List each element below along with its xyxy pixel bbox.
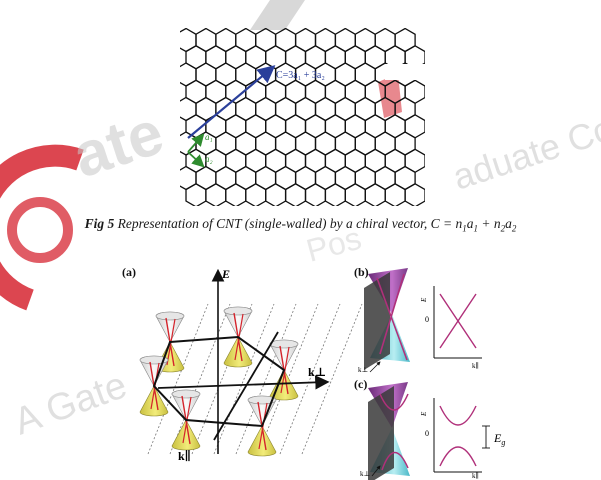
svg-text:k⊥: k⊥ xyxy=(360,470,370,478)
figure-caption: Fig 5 Representation of CNT (single-wall… xyxy=(0,216,601,234)
svg-text:k∥: k∥ xyxy=(472,472,479,480)
caption-text: a xyxy=(505,216,512,231)
hexagon-cell xyxy=(245,183,267,206)
svg-text:k∥: k∥ xyxy=(472,362,479,370)
hexagon-cell xyxy=(344,183,366,206)
k-cut-line xyxy=(147,303,209,455)
k-cut-line xyxy=(235,303,297,455)
caption-text: + n xyxy=(478,216,501,231)
hexagon-cell xyxy=(284,183,307,206)
dirac-cone-pair xyxy=(139,355,169,417)
hexagon-cell xyxy=(225,183,247,206)
dirac-cone-pair xyxy=(171,389,201,451)
svg-text:E: E xyxy=(420,297,428,303)
hexagon-cell xyxy=(304,183,327,206)
watermark-brand-text: ate xyxy=(65,98,172,191)
panel-a-label: (a) xyxy=(122,265,136,279)
k-parallel-axis xyxy=(213,331,279,441)
watermark-side-text: aduate Co xyxy=(448,107,601,197)
caption-sub: 2 xyxy=(500,223,506,234)
svg-text:k⊥: k⊥ xyxy=(358,366,368,374)
hexagon-cell xyxy=(384,183,406,206)
caption-sub: 2 xyxy=(511,223,517,234)
brillouin-zone-hexagon xyxy=(152,335,286,428)
k-parallel-axis-label: k∥ xyxy=(178,449,191,463)
a1-label: a₁ xyxy=(205,132,213,142)
metallic-cone-cut: k⊥ xyxy=(358,268,410,374)
chiral-vector-label: C=3a₁ + 3a₂ xyxy=(276,70,325,81)
hexagon-cell xyxy=(180,28,197,53)
svg-text:0: 0 xyxy=(425,315,429,324)
metallic-dispersion-plot: E 0 k∥ xyxy=(420,286,482,370)
chiral-vector-arrow xyxy=(187,65,276,139)
panel-b-label: (b) xyxy=(354,265,369,279)
svg-text:E: E xyxy=(420,411,428,417)
k-cut-line xyxy=(169,303,231,455)
caption-sub: 1 xyxy=(462,223,467,234)
caption-text: Representation of CNT (single-walled) by… xyxy=(117,216,463,231)
hexagon-cell xyxy=(180,62,197,87)
band-gap-label: Eg xyxy=(493,431,505,447)
figure-label: Fig 5 xyxy=(84,216,115,231)
hexagon-cell xyxy=(205,183,227,206)
hexagon-cell xyxy=(404,183,425,206)
semiconducting-dispersion-plot: E 0 k∥ Eg xyxy=(420,398,505,480)
band-structure-figure: (a) E k⊥ k∥ (b) k⊥ E 0 k∥ (c) k⊥ xyxy=(122,265,505,480)
k-cut-line xyxy=(279,303,341,455)
a1-vector-arrow xyxy=(187,133,205,153)
caption-text: a xyxy=(466,216,474,231)
k-cut-line xyxy=(213,303,275,455)
k-perp-axis xyxy=(157,375,330,390)
k-perp-axis-label: k⊥ xyxy=(308,365,326,379)
caption-sub: 1 xyxy=(473,223,479,234)
energy-axis-label: E xyxy=(221,267,230,281)
hexagon-cell xyxy=(324,183,346,206)
semiconducting-cone-cut: k⊥ xyxy=(360,382,410,480)
hexagon-grid xyxy=(180,28,425,206)
dirac-cone-pair xyxy=(247,395,277,457)
hexagon-cell xyxy=(265,183,287,206)
k-cut-line xyxy=(301,303,363,455)
k-cut-line xyxy=(191,303,253,455)
graphene-lattice-diagram: C=3a₁ + 3a₂ a₁ a₂ xyxy=(180,28,425,206)
dirac-cones xyxy=(139,306,299,457)
hexagon-cell xyxy=(180,165,197,191)
hexagon-cell xyxy=(180,96,197,122)
hexagon-cell xyxy=(364,183,386,206)
hexagon-cell xyxy=(185,183,207,206)
logo-slash xyxy=(250,0,305,30)
a2-vector-arrow xyxy=(187,151,205,168)
panel-c-label: (c) xyxy=(354,377,367,391)
watermark-tagline: A Gate xyxy=(9,364,133,443)
svg-text:0: 0 xyxy=(425,429,429,438)
a2-label: a₂ xyxy=(205,154,213,164)
